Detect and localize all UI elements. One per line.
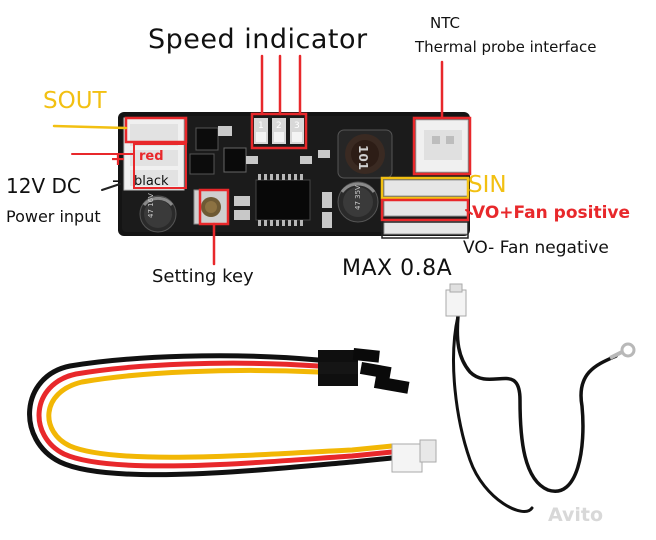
- minus-sign: -: [112, 168, 120, 192]
- dupont-connectors: [318, 348, 410, 394]
- fan-plug: [391, 439, 437, 473]
- cap-right-text: 47 35V: [354, 185, 362, 210]
- ntc-label: NTC: [430, 14, 460, 32]
- ntc-probe-cable: [452, 314, 618, 513]
- dc-voltage-label: 12V DC: [6, 174, 81, 198]
- fan-negative-label: VO- Fan negative: [463, 238, 609, 258]
- ntc-probe-plug: [445, 283, 467, 317]
- plus-sign: +: [110, 148, 126, 170]
- speed-indicator-label: Speed indicator: [148, 24, 368, 55]
- led-number-3: 3: [294, 121, 300, 131]
- fan-positive-label: VO+Fan positive: [472, 203, 631, 223]
- inductor: [337, 129, 393, 179]
- cap-left-text: 47 16V: [147, 193, 155, 218]
- max-current-label: MAX 0.8A: [342, 256, 453, 281]
- output-pads: [383, 179, 469, 235]
- microcontroller-chip: [255, 174, 311, 226]
- led-number-2: 2: [276, 121, 282, 131]
- inductor-marking: 101: [356, 145, 370, 170]
- annotation-lines: [52, 54, 473, 266]
- sout-label: SOUT: [43, 88, 107, 114]
- speed-indicator-leds: [254, 118, 304, 144]
- ntc-ring-terminal: [609, 342, 636, 360]
- fan-cable: [27, 353, 395, 478]
- ntc-connector: [415, 119, 469, 173]
- black-wire-label: black: [134, 174, 169, 189]
- avito-watermark: Avito: [548, 504, 604, 526]
- sin-label: SIN: [468, 172, 507, 198]
- pcb-board: 47 16V 1 2 3: [118, 112, 470, 236]
- power-input-label: Power input: [6, 207, 101, 226]
- red-wire-label: red: [139, 149, 164, 164]
- led-number-1: 1: [258, 121, 264, 131]
- capacitor-right: [337, 181, 379, 223]
- setting-key-label: Setting key: [152, 266, 254, 287]
- capacitor-left: [139, 195, 177, 233]
- thermal-probe-label: Thermal probe interface: [415, 38, 597, 56]
